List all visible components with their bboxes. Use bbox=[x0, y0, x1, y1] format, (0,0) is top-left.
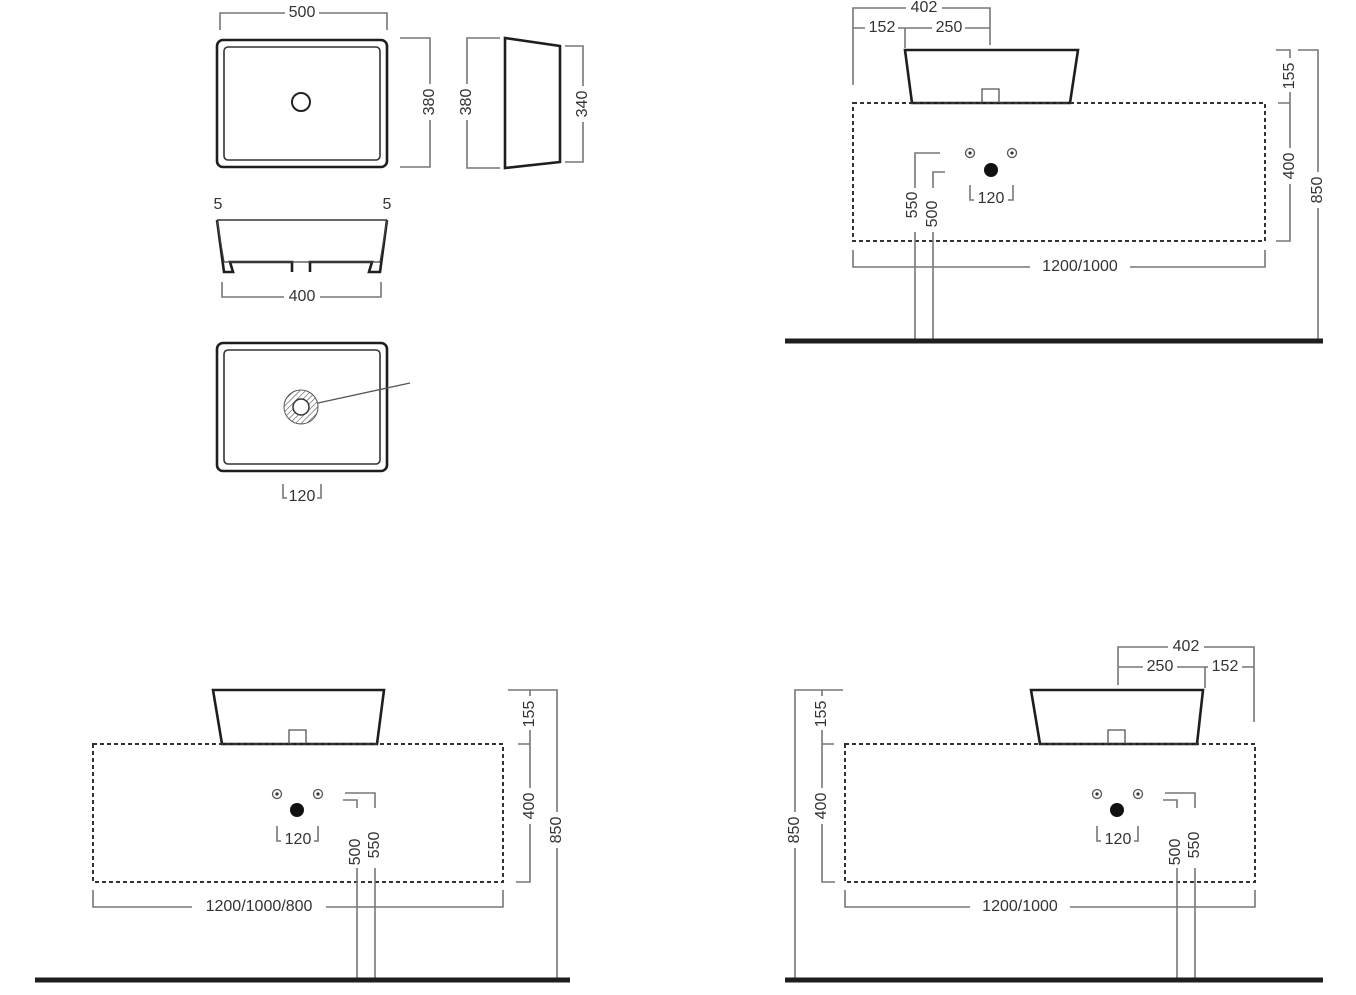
dim-basin-height: 155 bbox=[521, 701, 538, 728]
dim-waste-offset: 120 bbox=[289, 488, 316, 505]
dim-total-height: 850 bbox=[1309, 177, 1326, 204]
dim-overall: 402 bbox=[1173, 638, 1200, 655]
tap-connection-icon bbox=[964, 147, 1018, 159]
dim-waste-height: 500 bbox=[1167, 839, 1184, 866]
dim-waste-height: 500 bbox=[347, 839, 364, 866]
dim-offset: 152 bbox=[1212, 658, 1239, 675]
dim-side-depth: 380 bbox=[458, 89, 475, 116]
tap-connection-icon bbox=[271, 788, 324, 800]
dim-basin-height: 155 bbox=[813, 701, 830, 728]
installation-view-top-right: 402 152 250 155 400 850 550 500 120 1200… bbox=[785, 0, 1326, 344]
dim-tap-spacing: 120 bbox=[285, 831, 312, 848]
dim-waste-height: 500 bbox=[924, 201, 941, 228]
waste-outlet-icon bbox=[1110, 803, 1124, 817]
dim-cabinet-height: 400 bbox=[1281, 153, 1298, 180]
dim-cabinet-width: 1200/1000/800 bbox=[206, 898, 313, 915]
dim-basin-half: 250 bbox=[936, 19, 963, 36]
dim-total-height: 850 bbox=[548, 817, 565, 844]
dim-supply-height: 550 bbox=[366, 832, 383, 859]
dim-basin-height: 155 bbox=[1281, 63, 1298, 90]
dim-depth: 380 bbox=[421, 89, 438, 116]
basin-front-section: 5 5 400 bbox=[214, 196, 392, 305]
dim-side-inner: 340 bbox=[574, 91, 591, 118]
dim-supply-height: 550 bbox=[1186, 832, 1203, 859]
dim-rim-right: 5 bbox=[383, 196, 392, 213]
dim-cabinet-width: 1200/1000 bbox=[1042, 258, 1118, 275]
dim-basin-half: 250 bbox=[1147, 658, 1174, 675]
dim-tap-spacing: 120 bbox=[1105, 831, 1132, 848]
tap-connection-icon bbox=[1091, 788, 1144, 800]
dim-cabinet-height: 400 bbox=[521, 793, 538, 820]
dim-tap-spacing: 120 bbox=[978, 190, 1005, 207]
dim-base-width: 400 bbox=[289, 288, 316, 305]
dim-cabinet-width: 1200/1000 bbox=[982, 898, 1058, 915]
dim-width: 500 bbox=[289, 4, 316, 21]
dim-offset: 152 bbox=[869, 19, 896, 36]
dim-overall: 402 bbox=[911, 0, 938, 16]
installation-view-bottom-right: 402 250 152 155 400 850 500 550 120 1200… bbox=[785, 638, 1323, 983]
dim-supply-height: 550 bbox=[904, 192, 921, 219]
basin-bottom-plan-view: 120 bbox=[215, 341, 411, 505]
dim-total-height: 850 bbox=[786, 817, 803, 844]
dim-cabinet-height: 400 bbox=[813, 793, 830, 820]
waste-outlet-icon bbox=[984, 163, 998, 177]
dim-rim-left: 5 bbox=[214, 196, 223, 213]
basin-side-view: 380 340 bbox=[458, 36, 591, 170]
basin-top-plan-view: 500 380 bbox=[215, 4, 438, 169]
installation-view-bottom-left: 155 400 850 500 550 120 1200/1000/800 bbox=[35, 688, 570, 983]
waste-outlet-icon bbox=[290, 803, 304, 817]
